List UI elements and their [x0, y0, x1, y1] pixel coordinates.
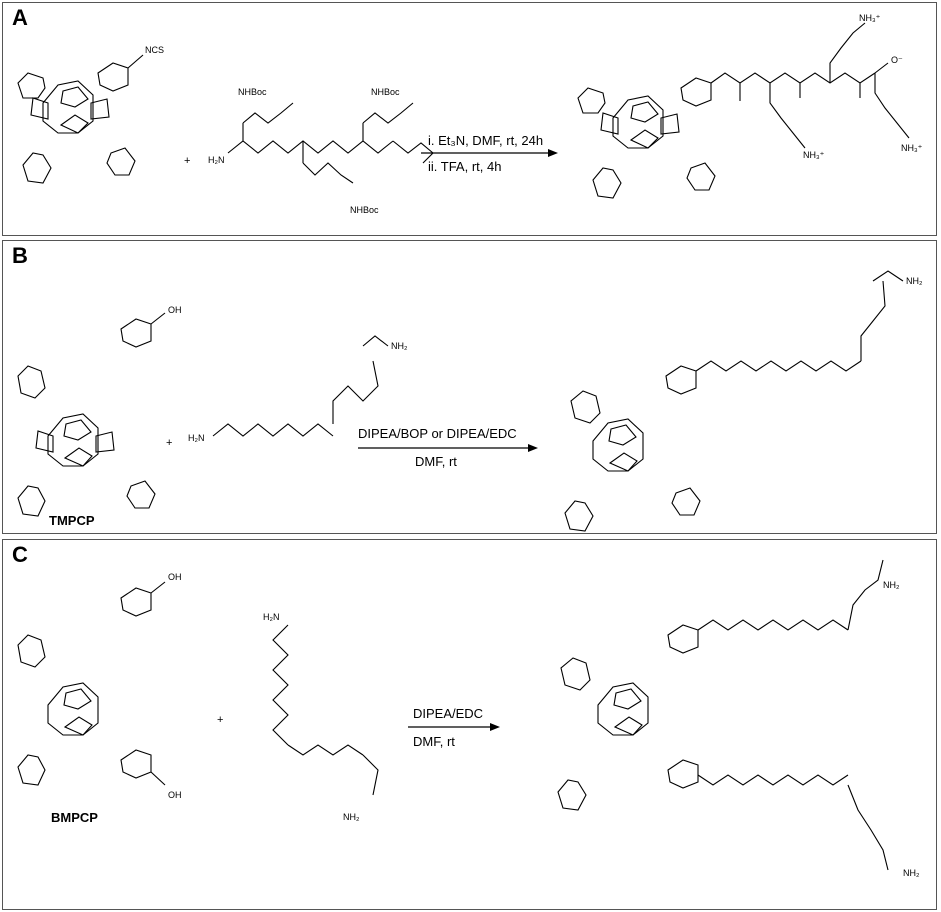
- panel-a-label: A: [12, 5, 28, 30]
- panel-a-structures: NCS NHBoc NHBoc NHBoc H₂N: [17, 13, 923, 215]
- compound-name-tmpcp: TMPCP: [49, 513, 95, 528]
- compound-name-bmpcp: BMPCP: [51, 810, 98, 825]
- panel-b: B OH H₂N NH₂: [2, 240, 937, 534]
- tmpcp-peptide-product: [564, 270, 904, 532]
- reaction-arrow-c: [408, 723, 500, 731]
- panel-c-label: C: [12, 542, 28, 567]
- nhboc-top-right-label: NHBoc: [371, 87, 400, 97]
- nh2-label-b-product: NH₂: [906, 276, 923, 286]
- nh2-label-b: NH₂: [391, 341, 408, 351]
- nhboc-bottom-label: NHBoc: [350, 205, 379, 215]
- carboxylate-label: O⁻: [891, 55, 903, 65]
- reaction-conditions-b-line2: DMF, rt: [415, 454, 457, 469]
- nh3-top-label: NH₃⁺: [859, 13, 881, 23]
- oh-label-c-bottom: OH: [168, 790, 182, 800]
- panel-c: C OH OH H₂N NH₂: [2, 539, 937, 910]
- plus-sign-c: +: [217, 714, 224, 726]
- reaction-arrow-b: [358, 444, 538, 452]
- nh2-label-c-product-bottom: NH₂: [903, 868, 920, 878]
- oh-label: OH: [168, 305, 182, 315]
- plus-sign-a: +: [184, 155, 191, 167]
- nh3-right-label: NH₃⁺: [901, 143, 923, 153]
- peptide-reactant-b: [212, 335, 389, 437]
- nhboc-top-left-label: NHBoc: [238, 87, 267, 97]
- bmpcp-porphyrin: [17, 581, 166, 786]
- porphyrin-peptide-product-a: [577, 22, 910, 199]
- panel-a: A NCS NHBoc NHBoc NHBoc: [2, 2, 937, 236]
- h2n-label-c: H₂N: [263, 612, 280, 622]
- nh3-middle-label: NH₃⁺: [803, 150, 825, 160]
- tmpcp-porphyrin: [17, 312, 166, 517]
- reaction-conditions-a-line1: i. Et₃N, DMF, rt, 24h: [428, 133, 544, 148]
- panel-b-structures: OH H₂N NH₂ NH₂: [17, 270, 923, 532]
- reaction-conditions-b-line1: DIPEA/BOP or DIPEA/EDC: [358, 426, 517, 441]
- boc-lysine-peptide: [227, 102, 434, 184]
- peptide-reactant-c: [272, 624, 379, 796]
- h2n-label-b: H₂N: [188, 433, 205, 443]
- reaction-conditions-a-line2: ii. TFA, rt, 4h: [428, 159, 502, 174]
- reaction-conditions-c-line2: DMF, rt: [413, 734, 455, 749]
- bmpcp-peptide-product: [557, 559, 889, 871]
- plus-sign-b: +: [166, 437, 173, 449]
- reaction-conditions-c-line1: DIPEA/EDC: [413, 706, 484, 721]
- oh-label-c-top: OH: [168, 572, 182, 582]
- panel-b-label: B: [12, 243, 28, 268]
- reaction-arrow-a: [421, 149, 558, 157]
- nh2-label-c-product-top: NH₂: [883, 580, 900, 590]
- nh2-label-c: NH₂: [343, 812, 360, 822]
- porphyrin-tpp-ncs: [17, 54, 144, 184]
- h2n-label: H₂N: [208, 155, 225, 165]
- ncs-label: NCS: [145, 45, 164, 55]
- panel-c-structures: OH OH H₂N NH₂ NH₂ NH₂: [17, 559, 920, 878]
